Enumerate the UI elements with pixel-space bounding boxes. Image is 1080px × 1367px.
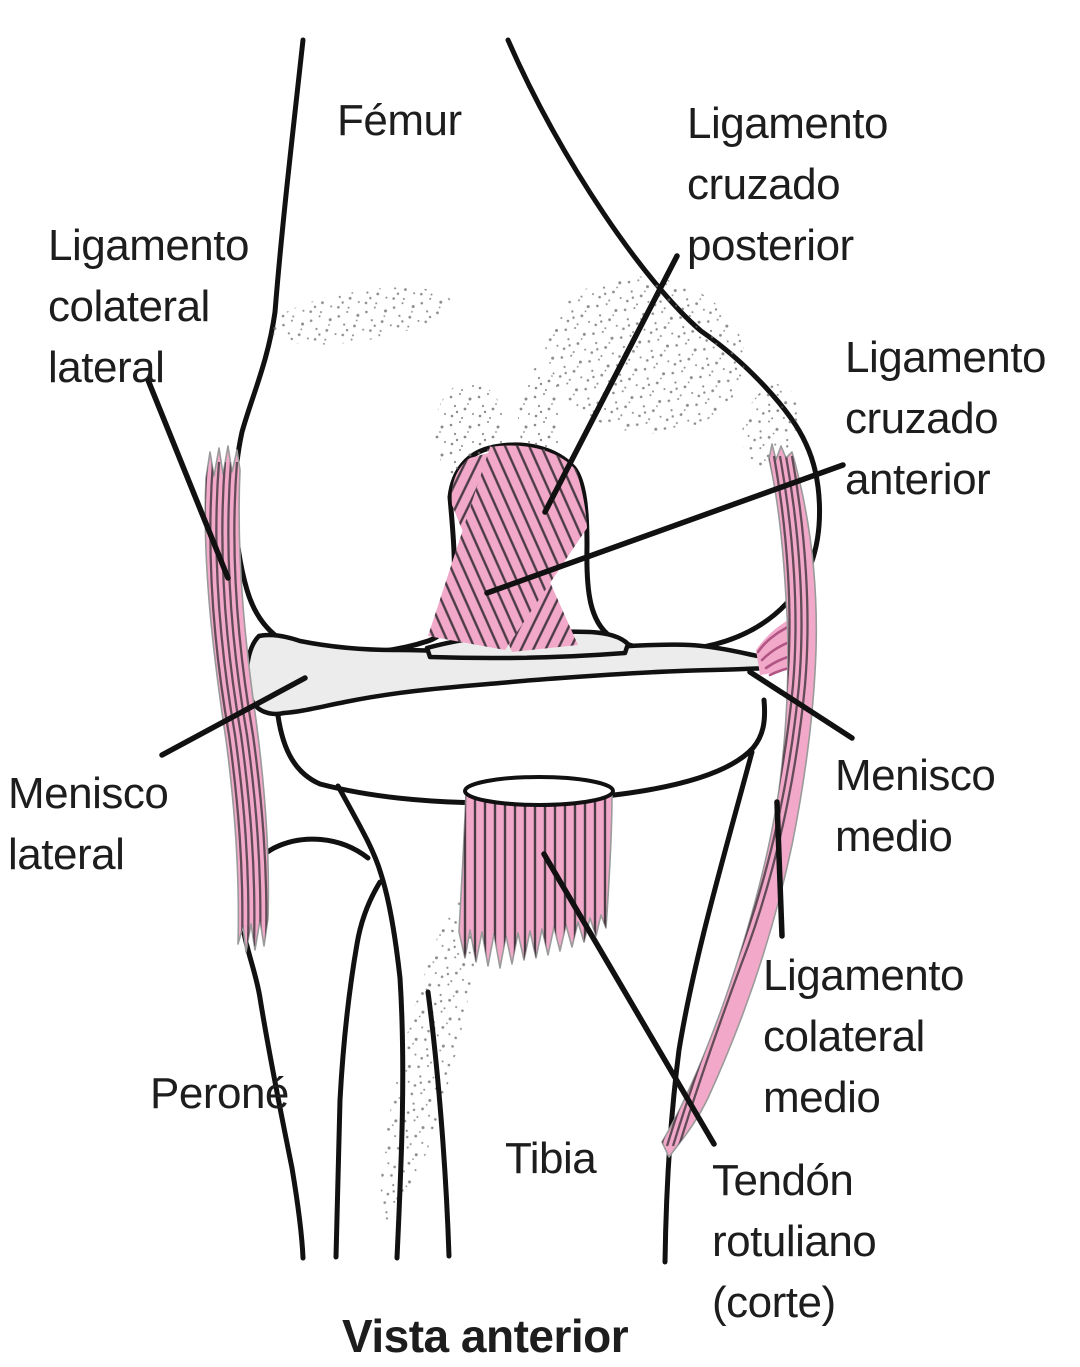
label-ligamento-colateral-lateral: Ligamento colateral lateral bbox=[48, 221, 249, 392]
tibia-crest-line bbox=[425, 989, 452, 1259]
label-perone: Peroné bbox=[150, 1069, 289, 1118]
label-tibia: Tibia bbox=[505, 1134, 597, 1183]
leader-cruzado-anterior bbox=[484, 462, 846, 596]
fibula-outline-left bbox=[238, 836, 371, 1261]
leader-menisco-lateral bbox=[159, 675, 308, 758]
label-ligamento-cruzado-anterior: Ligamento cruzado anterior bbox=[845, 333, 1046, 504]
leader-colateral-lateral bbox=[145, 377, 231, 581]
leader-tendon-rotuliano bbox=[541, 851, 717, 1147]
leader-lines bbox=[145, 253, 855, 1147]
label-ligamento-cruzado-posterior: Ligamento cruzado posterior bbox=[687, 99, 888, 270]
patellar-tendon-cut bbox=[458, 775, 615, 969]
tendon-cut-surface bbox=[463, 775, 615, 807]
bone-stipple-texture bbox=[269, 276, 798, 1220]
label-tendon-rotuliano: Tendón rotuliano (corte) bbox=[712, 1156, 877, 1327]
leader-colateral-medio bbox=[774, 799, 785, 939]
leader-menisco-medio bbox=[747, 669, 855, 741]
label-ligamento-colateral-medio: Ligamento colateral medio bbox=[763, 951, 964, 1122]
tibia-shaft-left-edge bbox=[335, 783, 406, 1261]
fibula-outline-right bbox=[333, 879, 383, 1260]
label-femur: Fémur bbox=[337, 96, 462, 145]
label-menisco-lateral: Menisco lateral bbox=[8, 769, 169, 879]
figure-title: Vista anterior bbox=[342, 1310, 629, 1362]
label-menisco-medio: Menisco medio bbox=[835, 751, 996, 861]
tibia-shaft-right-edge bbox=[662, 749, 755, 1265]
leader-cruzado-posterior bbox=[542, 253, 680, 515]
